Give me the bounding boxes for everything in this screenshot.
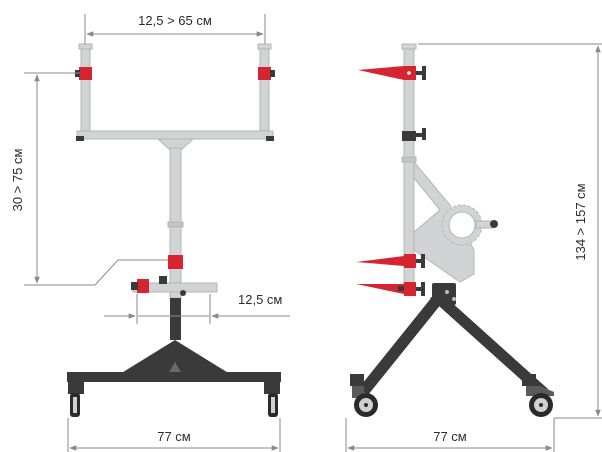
front-crossbar bbox=[76, 130, 274, 140]
side-view bbox=[350, 43, 554, 417]
top-width-label: 12,5 > 65 см bbox=[138, 13, 212, 28]
jaw-lower-knob-icon bbox=[421, 282, 425, 296]
mid-knob-icon bbox=[422, 128, 426, 140]
side-top-support bbox=[358, 66, 404, 80]
clamp-width-label: 12,5 см bbox=[238, 292, 282, 307]
side-jaw-lower bbox=[356, 284, 404, 294]
front-dimensions: 12,5 > 65 см 30 > 75 см 12,5 см 77 см bbox=[10, 13, 290, 452]
jaw-upper-knob-icon bbox=[421, 254, 425, 268]
side-mid-clamp bbox=[402, 131, 416, 141]
total-height-label: 134 > 157 см bbox=[573, 183, 588, 260]
front-base-beam bbox=[67, 372, 281, 382]
front-lower-post bbox=[170, 298, 181, 340]
front-left-arm bbox=[80, 47, 91, 139]
side-jaw-upper bbox=[356, 256, 404, 266]
side-gear-knob bbox=[490, 220, 498, 228]
front-base-brace bbox=[120, 340, 230, 374]
front-left-arm-clamp bbox=[79, 67, 92, 80]
left-height-label: 30 > 75 см bbox=[10, 149, 25, 212]
side-left-leg bbox=[358, 292, 446, 395]
front-view bbox=[67, 43, 281, 417]
front-lower-clamp bbox=[137, 279, 149, 293]
front-post-clamp bbox=[168, 255, 183, 269]
front-base-width-label: 77 см bbox=[157, 429, 191, 444]
side-dimensions: 134 > 157 см 77 см bbox=[345, 43, 602, 452]
side-base-width-label: 77 см bbox=[433, 429, 467, 444]
side-right-leg bbox=[430, 292, 548, 395]
front-right-arm bbox=[259, 47, 270, 139]
front-right-arm-clamp bbox=[258, 67, 271, 80]
top-knob-icon bbox=[422, 66, 426, 80]
